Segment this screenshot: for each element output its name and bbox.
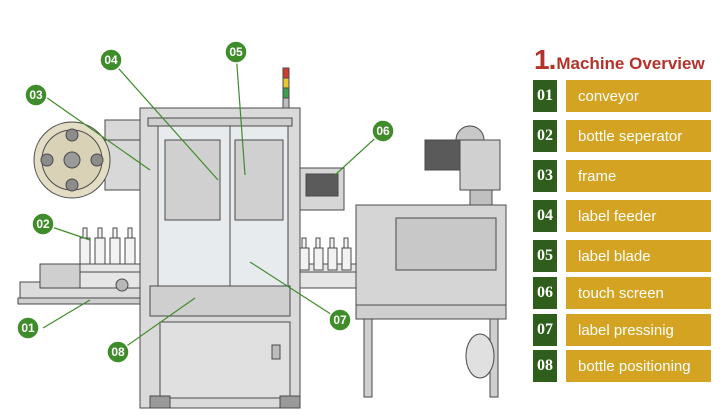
callout-04: 04 [99, 48, 123, 72]
legend-label: label pressinig [566, 314, 711, 346]
legend-label: bottle positioning [566, 350, 711, 382]
legend-number: 04 [533, 200, 557, 232]
legend-row-07: 07 label pressinig [533, 314, 711, 346]
svg-text:03: 03 [29, 88, 43, 102]
legend-row-04: 04 label feeder [533, 200, 711, 232]
legend-number: 02 [533, 120, 557, 152]
legend-label: frame [566, 160, 711, 192]
callout-03: 03 [24, 83, 48, 107]
legend-row-05: 05 label blade [533, 240, 711, 272]
section-title-text: Machine Overview [556, 54, 705, 73]
legend-row-01: 01 conveyor [533, 80, 711, 112]
blower-motor [424, 139, 466, 171]
legend-row-02: 02 bottle seperator [533, 120, 711, 152]
legend-number: 03 [533, 160, 557, 192]
legend-number: 06 [533, 277, 557, 309]
legend-label: label feeder [566, 200, 711, 232]
section-number: 1. [534, 44, 556, 75]
callout-06: 06 [371, 119, 395, 143]
svg-text:04: 04 [104, 53, 118, 67]
bottles-right [299, 237, 352, 271]
legend-label: label blade [566, 240, 711, 272]
legend-number: 07 [533, 314, 557, 346]
legend-number: 08 [533, 350, 557, 382]
legend-row-03: 03 frame [533, 160, 711, 192]
legend-label: conveyor [566, 80, 711, 112]
svg-text:02: 02 [36, 217, 50, 231]
callout-05: 05 [224, 40, 248, 64]
legend-label: touch screen [566, 277, 711, 309]
svg-text:05: 05 [229, 45, 243, 59]
svg-text:06: 06 [376, 124, 390, 138]
callout-02: 02 [31, 212, 55, 236]
svg-text:08: 08 [111, 345, 125, 359]
legend-row-06: 06 touch screen [533, 277, 711, 309]
section-title: 1. Machine Overview [534, 44, 705, 75]
callout-07: 07 [328, 308, 352, 332]
svg-text:07: 07 [333, 313, 347, 327]
legend-label: bottle seperator [566, 120, 711, 152]
legend-number: 05 [533, 240, 557, 272]
callout-08: 08 [106, 340, 130, 364]
legend-row-08: 08 bottle positioning [533, 350, 711, 382]
svg-text:01: 01 [21, 321, 35, 335]
legend-number: 01 [533, 80, 557, 112]
callout-01: 01 [16, 316, 40, 340]
